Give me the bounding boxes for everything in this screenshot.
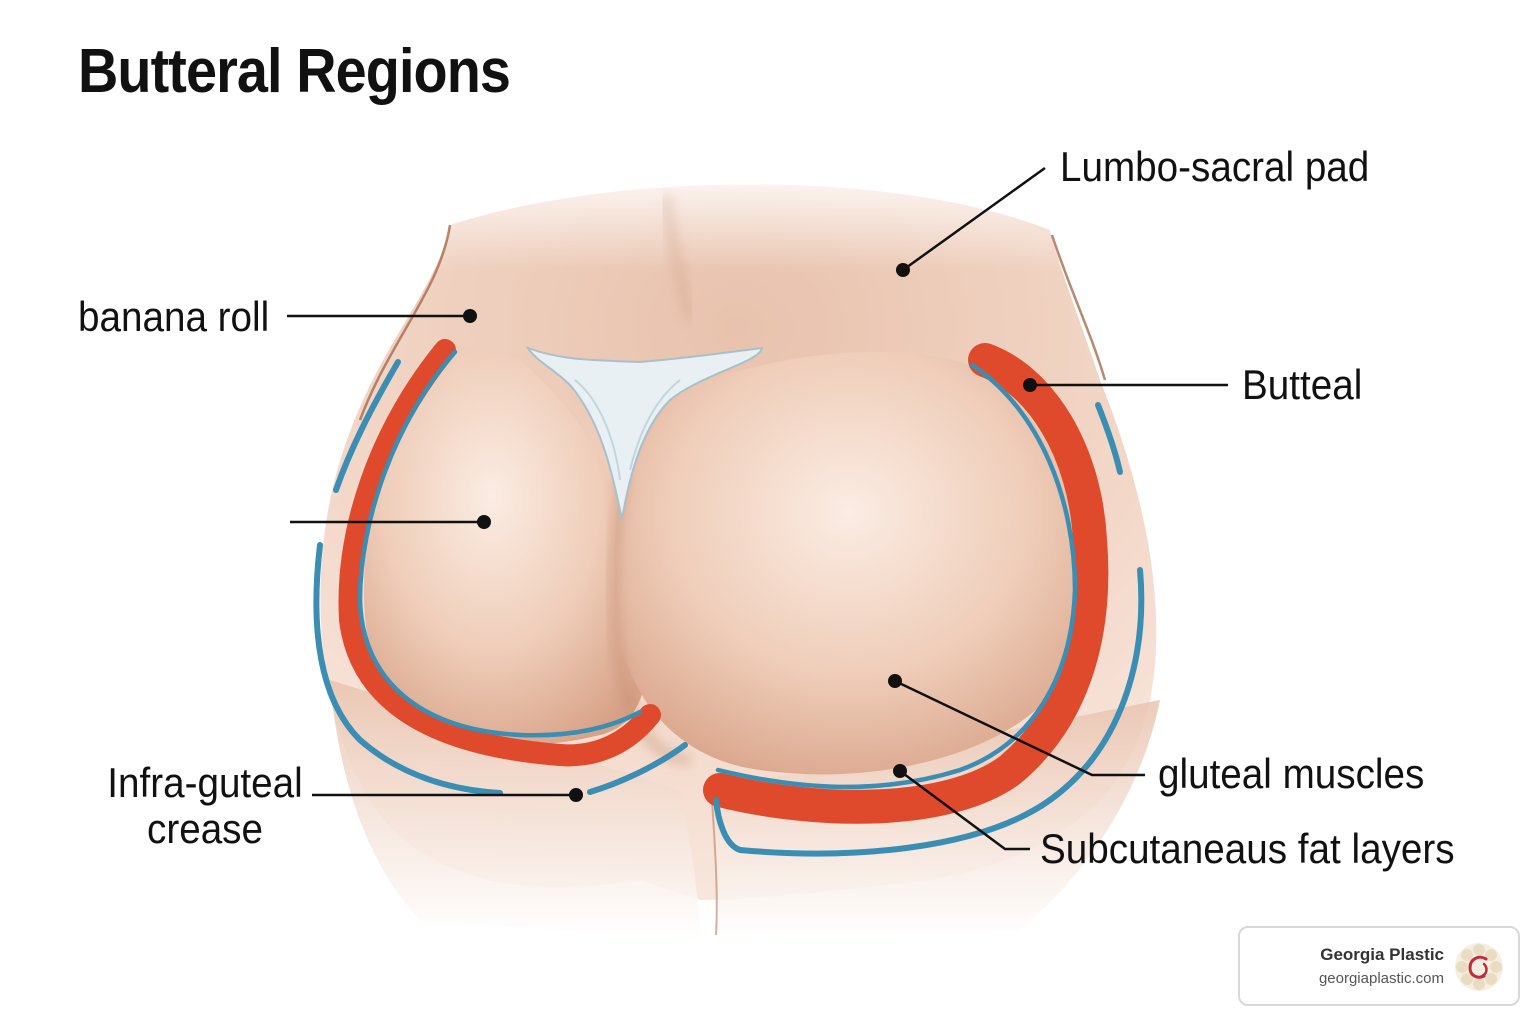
right-gluteal-cheek <box>614 351 1084 775</box>
label-gluteal-muscles: gluteal muscles <box>1158 750 1425 797</box>
marker-banana-roll <box>463 309 477 323</box>
gluteal-cleft <box>609 469 691 764</box>
label-infra-gluteal-crease-line2: crease <box>147 805 263 853</box>
label-banana-roll: banana roll <box>78 293 270 340</box>
brand-url[interactable]: georgiaplastic.com <box>1318 970 1444 987</box>
brand-name: Georgia Plastic <box>1320 945 1444 964</box>
marker-butteal <box>1023 378 1037 392</box>
marker-gluteal-muscles <box>888 674 902 688</box>
marker-lumbo-sacral-pad <box>896 263 910 277</box>
brand-card[interactable]: Georgia Plastic georgiaplastic.com <box>1238 926 1520 1006</box>
label-lumbo-sacral-pad: Lumbo-sacral pad <box>1060 143 1370 190</box>
leader-line-subcutaneous-fat-layers <box>899 769 1030 851</box>
label-butteal: Butteal <box>1242 361 1363 408</box>
leader-line-lumbo-sacral-pad <box>902 166 1046 272</box>
label-infra-gluteal-crease: Infra-guteal crease <box>90 759 320 853</box>
undergarment <box>525 346 764 521</box>
leader-line-gluteal-muscles <box>894 679 1145 777</box>
georgia-plastic-logo-icon <box>1455 943 1503 991</box>
thighs <box>330 680 1160 940</box>
leader-lines <box>287 166 1228 851</box>
label-infra-gluteal-crease-line1: Infra-guteal <box>107 759 303 806</box>
marker-infra-gluteal-crease <box>569 788 583 802</box>
fascia-lines <box>313 349 1145 857</box>
diagram-title: Butteral Regions <box>78 37 511 106</box>
marker-unlabeled <box>477 515 491 529</box>
leader-markers <box>463 263 1037 802</box>
subcutaneous-fat-layer <box>338 339 1109 824</box>
left-gluteal-cheek <box>363 345 648 745</box>
marker-subcutaneous-fat-layers <box>893 764 907 778</box>
label-subcutaneous-fat-layers: Subcutaneaus fat layers <box>1040 825 1455 872</box>
